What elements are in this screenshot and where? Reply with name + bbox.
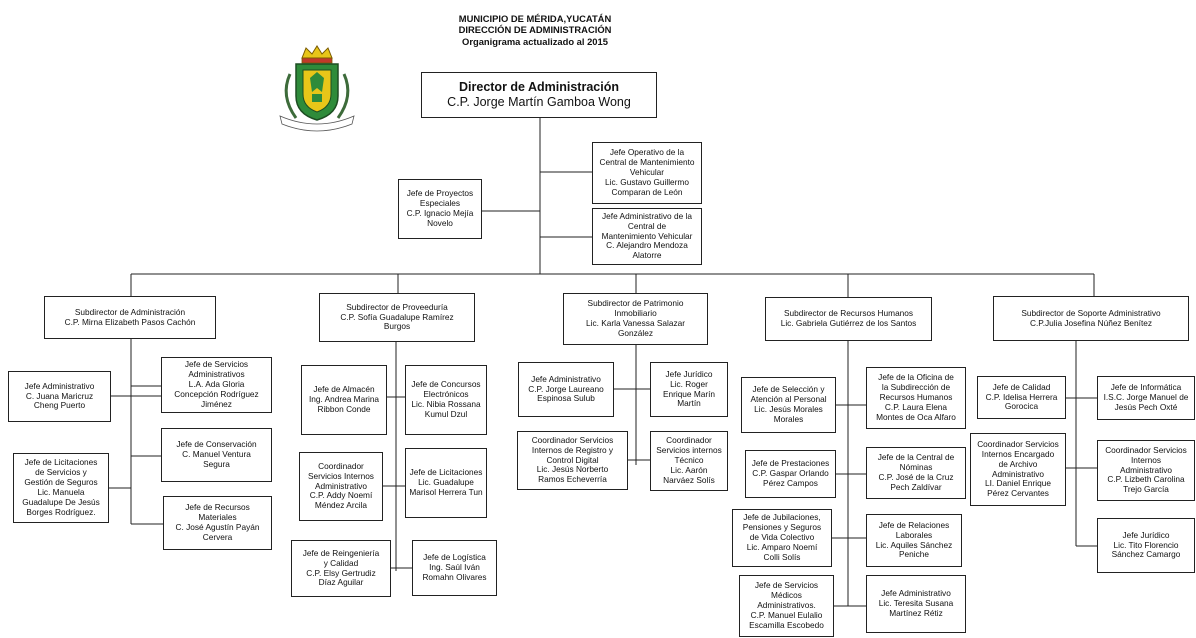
box-central-nominas: Jefe de la Central de Nóminas C.P. José … <box>866 447 966 499</box>
box-jefe-operativo-cmv: Jefe Operativo de la Central de Mantenim… <box>592 142 702 204</box>
box-coordinador-tecnico: Coordinador Servicios internos Técnico L… <box>650 431 728 491</box>
box-licitaciones-seguros: Jefe de Licitaciones de Servicios y Gest… <box>13 453 109 523</box>
box-jubilaciones-pensiones: Jefe de Jubilaciones, Pensiones y Seguro… <box>732 509 832 567</box>
box-subdirector-rrhh: Subdirector de Recursos Humanos Lic. Gab… <box>765 297 932 341</box>
header-direccion: DIRECCIÓN DE ADMINISTRACIÓN <box>458 24 612 36</box>
header-actualizado: Organigrama actualizado al 2015 <box>462 35 608 47</box>
director-name: C.P. Jorge Martín Gamboa Wong <box>447 95 631 109</box>
box-coordinador-archivo: Coordinador Servicios Internos Encargado… <box>970 433 1066 506</box>
director-title: Director de Administración <box>459 80 619 94</box>
box-conservacion: Jefe de Conservación C. Manuel Ventura S… <box>161 428 272 482</box>
box-servicios-medicos: Jefe de Servicios Médicos Administrativo… <box>739 575 834 637</box>
box-coordinador-registro-digital: Coordinador Servicios Internos de Regist… <box>517 431 628 490</box>
box-coordinador-administrativo-soporte: Coordinador Servicios Internos Administr… <box>1097 440 1195 501</box>
box-almacen: Jefe de Almacén Ing. Andrea Marina Ribbo… <box>301 365 387 435</box>
box-prestaciones: Jefe de Prestaciones C.P. Gaspar Orlando… <box>745 450 836 498</box>
director-box: Director de Administración C.P. Jorge Ma… <box>421 72 657 118</box>
merida-coat-of-arms-icon <box>279 45 355 132</box>
box-relaciones-laborales: Jefe de Relaciones Laborales Lic. Aquile… <box>866 514 962 567</box>
box-patrimonio-administrativo: Jefe Administrativo C.P. Jorge Laureano … <box>518 362 614 417</box>
chart-header: MUNICIPIO DE MÉRIDA,YUCATÁN DIRECCIÓN DE… <box>400 13 670 47</box>
box-oficina-subdireccion-rrhh: Jefe de la Oficina de la Subdirección de… <box>866 367 966 429</box>
box-calidad: Jefe de Calidad C.P. Idelisa Herrera Gor… <box>977 376 1066 419</box>
box-patrimonio-juridico: Jefe Jurídico Lic. Roger Enrique Marín M… <box>650 362 728 417</box>
box-subdirector-proveeduria: Subdirector de Proveeduría C.P. Sofía Gu… <box>319 293 475 342</box>
box-reingenieria-calidad: Jefe de Reingeniería y Calidad C.P. Elsy… <box>291 540 391 597</box>
box-subdirector-patrimonio: Subdirector de Patrimonio Inmobiliario L… <box>563 293 708 345</box>
box-servicios-administrativos: Jefe de Servicios Administrativos L.A. A… <box>161 357 272 413</box>
box-concursos-electronicos: Jefe de Concursos Electrónicos Lic. Nibi… <box>405 365 487 435</box>
box-jefe-administrativo-cmv: Jefe Administrativo de la Central de Man… <box>592 208 702 265</box>
box-licitaciones-proveeduria: Jefe de Licitaciones Lic. Guadalupe Mari… <box>405 448 487 518</box>
box-informatica: Jefe de Informática I.S.C. Jorge Manuel … <box>1097 376 1195 420</box>
box-proyectos-especiales: Jefe de Proyectos Especiales C.P. Ignaci… <box>398 179 482 239</box>
box-seleccion-atencion: Jefe de Selección y Atención al Personal… <box>741 377 836 433</box>
box-coordinador-servicios-proveeduria: Coordinador Servicios Internos Administr… <box>299 452 383 521</box>
box-jefe-administrativo: Jefe Administrativo C. Juana Maricruz Ch… <box>8 371 111 422</box>
box-subdirector-administracion: Subdirector de Administración C.P. Mirna… <box>44 296 216 339</box>
header-municipio: MUNICIPIO DE MÉRIDA,YUCATÁN <box>458 13 612 24</box>
box-recursos-materiales: Jefe de Recursos Materiales C. José Agus… <box>163 496 272 550</box>
box-rrhh-administrativo: Jefe Administrativo Lic. Teresita Susana… <box>866 575 966 633</box>
box-subdirector-soporte: Subdirector de Soporte Administrativo C.… <box>993 296 1189 341</box>
box-soporte-juridico: Jefe Jurídico Lic. Tito Florencio Sánche… <box>1097 518 1195 573</box>
box-logistica: Jefe de Logística Ing. Saúl Iván Romahn … <box>412 540 497 596</box>
